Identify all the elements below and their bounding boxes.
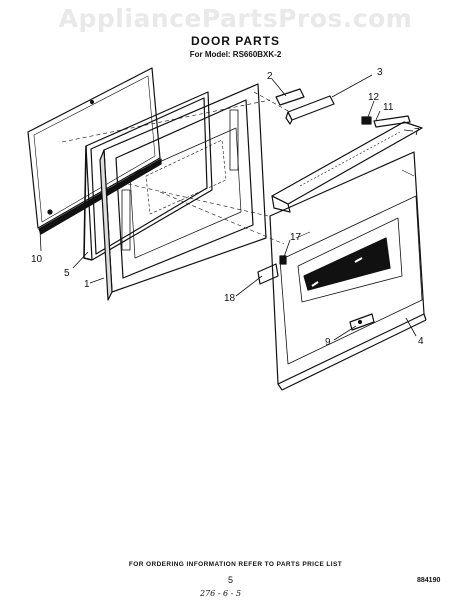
document-number: 884190 xyxy=(417,577,441,584)
part-front-door-glass xyxy=(269,151,427,391)
callout-18: 18 xyxy=(224,293,236,304)
callout-12: 12 xyxy=(368,92,380,103)
callout-2: 2 xyxy=(267,71,273,82)
model-line: For Model: RS660BXK-2 xyxy=(189,50,282,59)
ordering-info-text: FOR ORDERING INFORMATION REFER TO PARTS … xyxy=(128,561,343,568)
callout-11: 11 xyxy=(383,102,394,113)
part-outer-panel xyxy=(27,67,162,235)
assembly-lines xyxy=(61,91,291,245)
watermark-text: AppliancePartsPros.com xyxy=(58,4,413,33)
part-inner-frame xyxy=(99,83,267,301)
part-lower-hinge xyxy=(257,255,287,285)
handwritten-note: 276 - 6 - 5 xyxy=(200,589,242,598)
callout-1: 1 xyxy=(84,279,90,290)
part-door-gasket xyxy=(83,91,213,261)
part-handle-bracket xyxy=(349,313,375,331)
callout-9: 9 xyxy=(325,337,331,348)
callout-5: 5 xyxy=(64,268,70,279)
diagram-title: DOOR PARTS xyxy=(190,34,281,48)
page-number: 5 xyxy=(228,575,234,585)
callout-4: 4 xyxy=(418,336,424,347)
callout-10: 10 xyxy=(31,254,43,265)
leader-lines xyxy=(39,74,417,341)
part-top-trim xyxy=(271,121,423,213)
callout-3: 3 xyxy=(377,67,383,78)
callout-7: 7 xyxy=(414,127,420,138)
callout-17: 17 xyxy=(290,232,302,243)
part-clips xyxy=(361,115,411,128)
part-hinge-brackets xyxy=(275,88,335,125)
